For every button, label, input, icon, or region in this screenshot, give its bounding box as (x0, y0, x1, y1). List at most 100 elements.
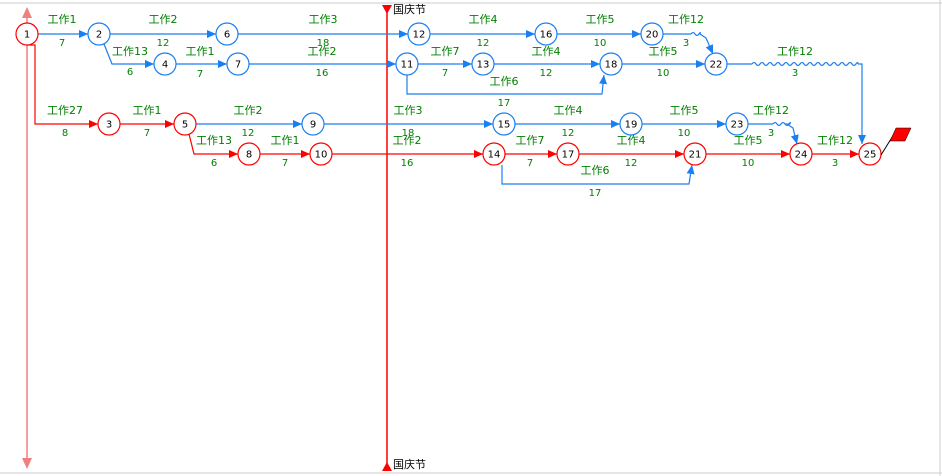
activity-label: 工作5 (734, 134, 763, 147)
activity-duration: 12 (157, 38, 170, 49)
event-node-2[interactable]: 2 (87, 22, 111, 46)
activity-label: 工作4 (532, 45, 561, 58)
edges-layer: 工作17工作212工作318工作412工作510工作123工作136工作17工作… (27, 13, 866, 199)
event-node-number: 13 (477, 60, 490, 71)
activity-duration: 12 (540, 68, 553, 79)
event-node-number: 12 (413, 30, 426, 41)
activity-label: 工作1 (133, 104, 162, 117)
activity-duration: 16 (316, 68, 329, 79)
event-node-11[interactable]: 11 (395, 52, 419, 76)
activity-label: 工作3 (394, 104, 423, 117)
event-node-18[interactable]: 18 (599, 52, 623, 76)
activity-label: 工作2 (308, 45, 337, 58)
activity-duration: 7 (282, 158, 288, 169)
activity-duration: 3 (768, 128, 774, 139)
event-node-number: 22 (710, 60, 723, 71)
event-node-24[interactable]: 24 (789, 142, 813, 166)
activity-arrow-5-8[interactable] (188, 133, 238, 158)
activity-duration: 17 (498, 98, 511, 109)
event-node-17[interactable]: 17 (556, 142, 580, 166)
activity-label: 工作2 (393, 134, 422, 147)
event-node-number: 7 (235, 60, 241, 71)
activity-label: 工作4 (617, 134, 646, 147)
event-node-13[interactable]: 13 (471, 52, 495, 76)
activity-duration: 7 (527, 158, 533, 169)
activity-label: 工作12 (777, 45, 813, 58)
event-node-number: 6 (224, 30, 230, 41)
activity-duration: 7 (442, 68, 448, 79)
event-node-3[interactable]: 3 (97, 112, 121, 136)
activity-duration: 17 (589, 188, 602, 199)
event-node-7[interactable]: 7 (226, 52, 250, 76)
event-node-22[interactable]: 22 (704, 52, 728, 76)
event-node-25[interactable]: 25 (858, 142, 882, 166)
activity-label: 工作6 (581, 164, 610, 177)
event-node-8[interactable]: 8 (237, 142, 261, 166)
marker-label-bottom: 国庆节 (393, 457, 426, 471)
event-node-5[interactable]: 5 (173, 112, 197, 136)
activity-duration: 12 (625, 158, 638, 169)
left-time-ruler[interactable] (22, 7, 32, 469)
activity-arrow-1-3[interactable] (27, 44, 98, 128)
activity-arrow-20-22[interactable] (663, 31, 714, 55)
event-node-12[interactable]: 12 (407, 22, 431, 46)
activity-label: 工作2 (234, 104, 263, 117)
event-node-10[interactable]: 10 (309, 142, 333, 166)
event-node-16[interactable]: 16 (534, 22, 558, 46)
event-node-number: 4 (162, 60, 168, 71)
activity-duration: 16 (401, 158, 414, 169)
event-node-number: 3 (106, 120, 112, 131)
activity-label: 工作13 (196, 134, 232, 147)
event-node-number: 18 (605, 60, 618, 71)
activity-label: 工作5 (670, 104, 699, 117)
event-node-15[interactable]: 15 (492, 112, 516, 136)
activity-label: 工作5 (649, 45, 678, 58)
event-node-number: 24 (795, 150, 808, 161)
event-node-number: 8 (246, 150, 252, 161)
activity-duration: 10 (742, 158, 755, 169)
activity-arrow-2-4[interactable] (103, 43, 154, 68)
activity-label: 工作13 (112, 45, 148, 58)
activity-label: 工作7 (516, 134, 545, 147)
event-node-number: 19 (625, 120, 638, 131)
event-node-9[interactable]: 9 (301, 112, 325, 136)
activity-label: 工作12 (668, 13, 704, 26)
activity-duration: 3 (792, 68, 798, 79)
activity-label: 工作2 (149, 13, 178, 26)
event-node-number: 1 (24, 30, 30, 41)
event-node-20[interactable]: 20 (640, 22, 664, 46)
event-node-14[interactable]: 14 (482, 142, 506, 166)
event-node-number: 15 (498, 120, 511, 131)
activity-duration: 12 (477, 38, 490, 49)
event-node-4[interactable]: 4 (153, 52, 177, 76)
marker-bottom-triangle-icon (382, 462, 392, 471)
event-node-19[interactable]: 19 (619, 112, 643, 136)
event-node-1[interactable]: 1 (15, 22, 39, 46)
activity-label: 工作7 (431, 45, 460, 58)
activity-duration: 3 (683, 38, 689, 49)
activity-label: 工作12 (817, 134, 853, 147)
event-node-21[interactable]: 21 (683, 142, 707, 166)
activity-duration: 10 (678, 128, 691, 139)
activity-duration: 6 (211, 158, 217, 169)
event-node-23[interactable]: 23 (725, 112, 749, 136)
event-node-number: 9 (310, 120, 316, 131)
activity-arrow-23-24[interactable] (748, 121, 799, 145)
activity-label: 工作1 (271, 134, 300, 147)
event-node-6[interactable]: 6 (215, 22, 239, 46)
activity-label: 工作5 (586, 13, 615, 26)
activity-arrow-22-25[interactable] (727, 61, 866, 145)
marker-label-top: 国庆节 (393, 2, 426, 16)
event-node-number: 2 (96, 30, 102, 41)
activity-arrow-11-18[interactable] (406, 74, 608, 95)
event-node-number: 5 (182, 120, 188, 131)
activity-arrow-14-21[interactable] (501, 164, 695, 185)
activity-duration: 7 (197, 69, 203, 80)
activity-duration: 7 (59, 38, 65, 49)
activity-duration: 18 (402, 128, 415, 139)
activity-duration: 12 (242, 128, 255, 139)
event-node-number: 23 (731, 120, 744, 131)
holiday-marker-line[interactable] (382, 5, 392, 471)
activity-duration: 12 (562, 128, 575, 139)
